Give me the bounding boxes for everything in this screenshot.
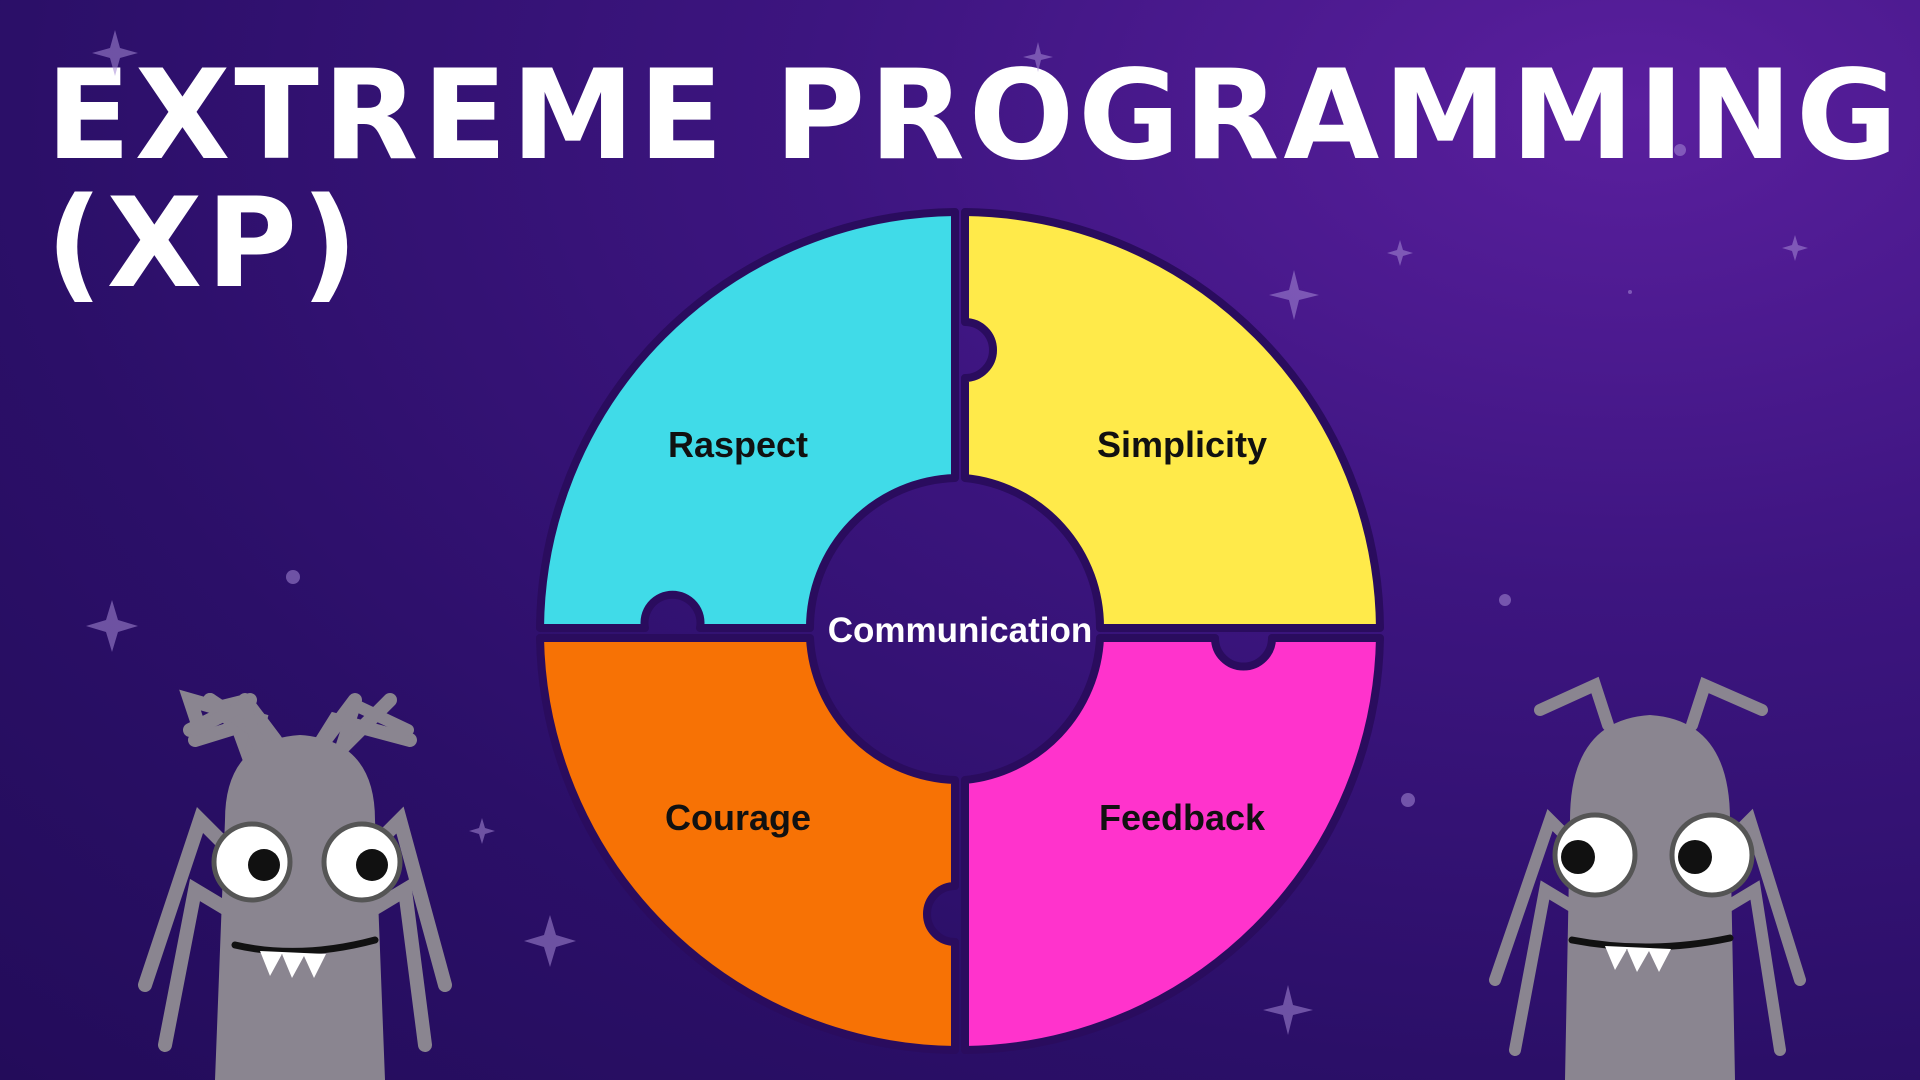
star-icon (524, 915, 576, 967)
puzzle-piece-courage (536, 634, 959, 1054)
bug-mascot-right (1489, 676, 1806, 1080)
star-icon (92, 30, 138, 76)
page-title: EXTREME PROGRAMMING (XP) (46, 44, 1902, 316)
center-label-communication: Communication (828, 611, 1092, 650)
title-line-2: (XP) (46, 172, 362, 316)
bug-mascot-left (138, 689, 452, 1080)
star-icon (1023, 42, 1053, 72)
star-icon (1387, 240, 1413, 266)
puzzle-piece-simplicity (961, 208, 1384, 632)
title-line-1: EXTREME PROGRAMMING (46, 44, 1902, 188)
xp-values-diagram (536, 208, 1384, 1054)
star-icon (1782, 235, 1808, 261)
star-icon (1263, 985, 1313, 1035)
label-feedback: Feedback (1099, 797, 1266, 838)
puzzle-piece-feedback (961, 634, 1384, 1054)
star-icon (86, 600, 138, 652)
label-respect: Raspect (668, 424, 808, 465)
star-icon (469, 818, 495, 844)
background-stars (86, 30, 1808, 1035)
puzzle-piece-respect (536, 208, 959, 632)
label-simplicity: Simplicity (1097, 424, 1267, 465)
star-icon (1269, 270, 1319, 320)
label-courage: Courage (665, 797, 811, 838)
